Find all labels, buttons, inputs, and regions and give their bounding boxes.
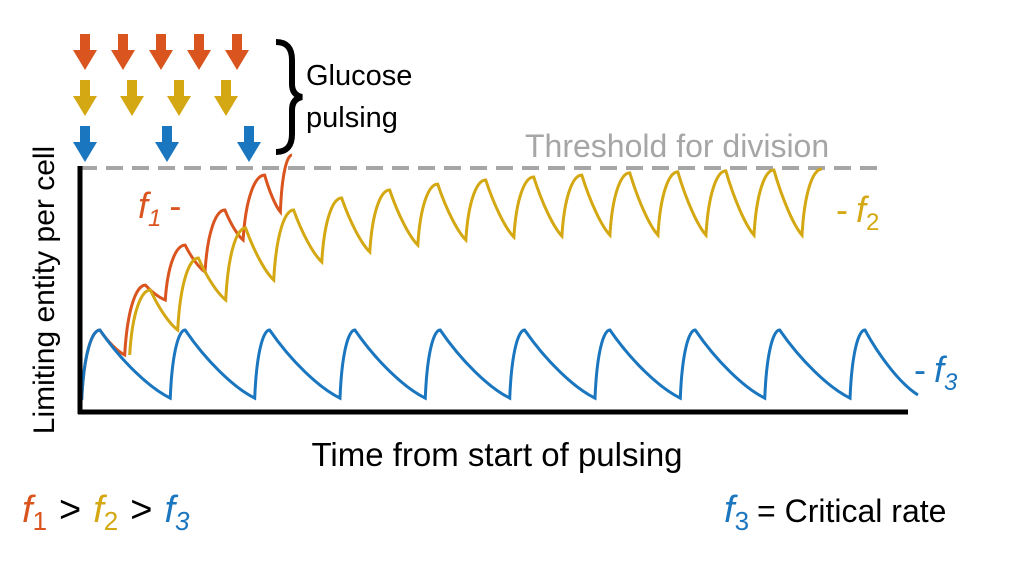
series-line-f2 — [128, 167, 823, 355]
f1-series-label: f1- — [138, 185, 181, 232]
y-axis-label: Limiting entity per cell — [28, 146, 61, 434]
pulsing-label: pulsing — [306, 102, 398, 134]
pulse-arrow-f2-icon — [120, 80, 144, 116]
series-line-f3 — [80, 328, 919, 401]
pulse-arrow-f1-icon — [111, 34, 135, 70]
rate-relation: f1>f2>f3 — [22, 489, 190, 536]
critical-rate-note: f3= Critical rate — [724, 489, 946, 536]
brace-icon — [275, 39, 303, 155]
pulse-arrow-f1-icon — [225, 34, 249, 70]
pulse-arrow-f3-icon — [237, 126, 261, 162]
pulse-arrow-f1-icon — [149, 34, 173, 70]
pulse-arrow-f2-icon — [214, 80, 238, 116]
pulse-arrow-f2-icon — [167, 80, 191, 116]
pulse-arrow-f2-icon — [73, 80, 97, 116]
series-line-f1 — [80, 153, 293, 401]
pulse-arrow-f1-icon — [187, 34, 211, 70]
f3-series-label: -f3 — [914, 349, 958, 396]
x-axis-label: Time from start of pulsing — [311, 436, 682, 473]
series-curves — [80, 153, 919, 401]
pulse-arrow-f1-icon — [73, 34, 97, 70]
pulse-arrow-f3-icon — [155, 126, 179, 162]
threshold-label: Threshold for division — [525, 128, 829, 164]
f2-series-label: -f2 — [836, 189, 879, 236]
glucose-label: Glucose — [306, 60, 412, 92]
pulse-arrow-f3-icon — [73, 126, 97, 162]
pulse-arrows — [73, 34, 261, 162]
